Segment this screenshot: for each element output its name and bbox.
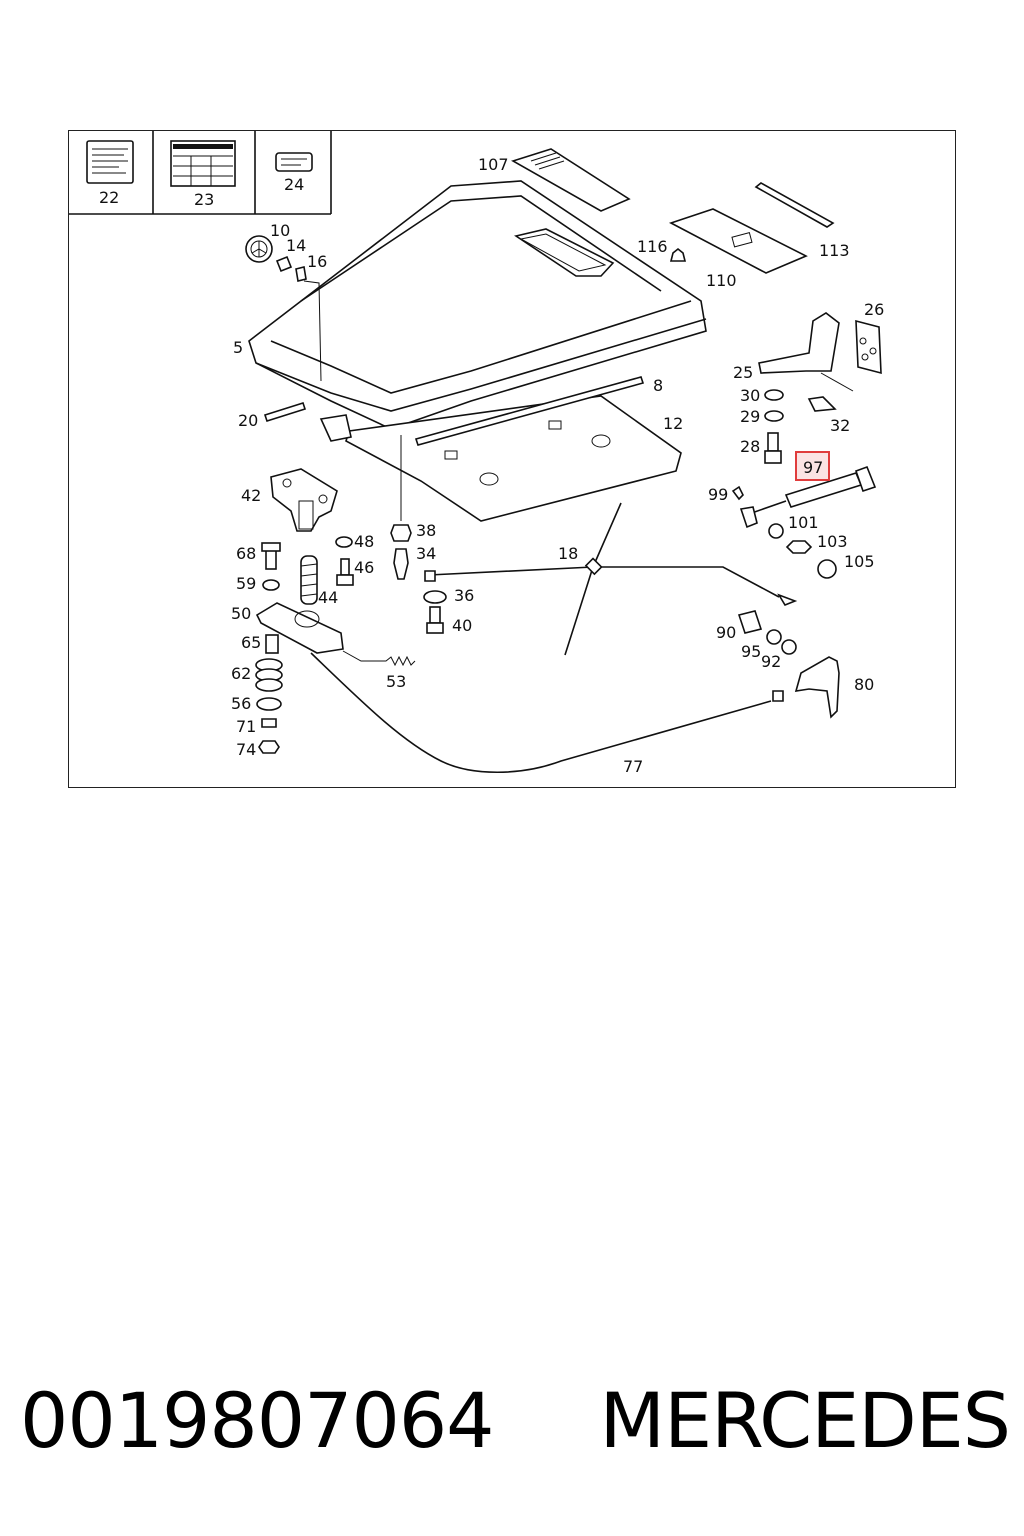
callout-8: 8 (653, 376, 663, 395)
cable-18 (428, 502, 780, 656)
callout-97: 97 (803, 458, 823, 477)
insulation-12 (345, 395, 682, 522)
handle-80 (794, 656, 840, 719)
callout-32: 32 (830, 416, 850, 435)
callout-26: 26 (864, 300, 884, 319)
callout-74: 74 (236, 740, 256, 759)
callout-105: 105 (844, 552, 875, 571)
callout-38: 38 (416, 521, 436, 540)
callout-34: 34 (416, 544, 436, 563)
callout-30: 30 (740, 386, 760, 405)
callout-46: 46 (354, 558, 374, 577)
callout-68: 68 (236, 544, 256, 563)
callout-62: 62 (231, 664, 251, 683)
callout-90: 90 (716, 623, 736, 642)
callout-44: 44 (318, 588, 338, 607)
callout-5: 5 (233, 338, 243, 357)
panel-110 (668, 208, 808, 274)
label-boxes (69, 131, 332, 215)
callout-103: 103 (817, 532, 848, 551)
callout-28: 28 (740, 437, 760, 456)
callout-14: 14 (286, 236, 306, 255)
callout-10: 10 (270, 221, 290, 240)
callout-59: 59 (236, 574, 256, 593)
highlight-box (795, 451, 830, 481)
footer-caption: 0019807064 MERCEDES (20, 1370, 1011, 1470)
callout-23: 23 (194, 190, 214, 209)
callout-99: 99 (708, 485, 728, 504)
callout-110: 110 (706, 271, 737, 290)
callout-22: 22 (99, 188, 119, 207)
callout-95: 95 (741, 642, 761, 661)
callout-113: 113 (819, 241, 850, 260)
brand-name: MERCEDES (599, 1375, 1011, 1465)
callout-16: 16 (307, 252, 327, 271)
diagram-frame: 22 23 24 107 10 14 16 116 110 113 26 5 8… (68, 130, 956, 788)
plate-50 (255, 602, 344, 654)
callout-12: 12 (663, 414, 683, 433)
callout-36: 36 (454, 586, 474, 605)
callout-24: 24 (284, 175, 304, 194)
callout-80: 80 (854, 675, 874, 694)
callout-71: 71 (236, 717, 256, 736)
callout-65: 65 (241, 633, 261, 652)
parts-diagram: 22 23 24 107 10 14 16 116 110 113 26 5 8… (69, 131, 884, 776)
plate-26 (855, 319, 882, 375)
vent-cover (511, 148, 631, 212)
callout-25: 25 (733, 363, 753, 382)
clip-116 (669, 247, 687, 262)
callout-40: 40 (452, 616, 472, 635)
callout-101: 101 (788, 513, 819, 532)
callout-56: 56 (231, 694, 251, 713)
hinge-25 (758, 312, 840, 374)
callout-42: 42 (241, 486, 261, 505)
callout-18: 18 (558, 544, 578, 563)
callout-116: 116 (637, 237, 668, 256)
callout-107: 107 (478, 155, 509, 174)
callout-77: 77 (623, 757, 643, 776)
callout-53: 53 (386, 672, 406, 691)
part-number: 0019807064 (20, 1375, 495, 1465)
cable-77 (310, 652, 772, 774)
callout-29: 29 (740, 407, 760, 426)
rod-113 (754, 182, 835, 228)
lock-42 (270, 468, 338, 532)
hood (248, 180, 707, 434)
callout-48: 48 (354, 532, 374, 551)
callout-labels: 22 23 24 107 10 14 16 116 110 113 26 5 8… (99, 155, 884, 776)
callout-20: 20 (238, 411, 258, 430)
callout-92: 92 (761, 652, 781, 671)
callout-50: 50 (231, 604, 251, 623)
